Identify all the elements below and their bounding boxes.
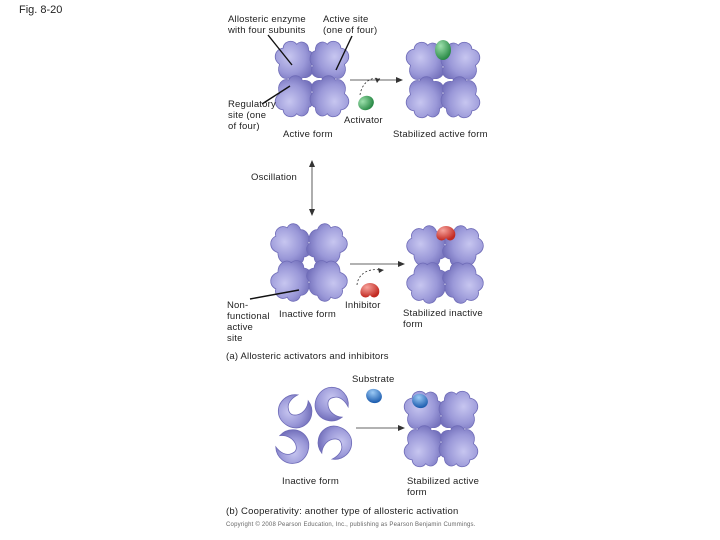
arrowhead-right-1 xyxy=(396,77,403,83)
oscillation-arrowhead-down xyxy=(309,209,315,216)
enzyme-stabilized-active-form-b xyxy=(398,384,484,474)
stabilized-active-form-b-label: Stabilized active form xyxy=(407,476,480,498)
inhibitor-arrowhead xyxy=(378,268,384,273)
enzyme-label: Allosteric enzyme with four subunits xyxy=(228,14,306,36)
leader-enzyme xyxy=(267,34,293,66)
activator-bound-shape xyxy=(435,40,451,60)
inhibitor-dashed-arrow xyxy=(356,269,381,286)
leader-regulatory-site xyxy=(261,85,291,105)
stabilized-inactive-form-label: Stabilized inactive form xyxy=(403,308,483,330)
active-form-label: Active form xyxy=(283,129,333,140)
active-site-label: Active site (one of four) xyxy=(323,14,378,36)
activator-arrowhead xyxy=(375,78,380,83)
figure-label: Fig. 8-20 xyxy=(19,4,63,16)
activator-free-shape xyxy=(358,95,374,111)
caption-panel-a: (a) Allosteric activators and inhibitors xyxy=(226,351,389,362)
stabilized-active-form-label: Stabilized active form xyxy=(393,129,488,140)
oscillation-arrowhead-up xyxy=(309,160,315,167)
arrowhead-right-2 xyxy=(398,261,405,267)
arrowhead-right-3 xyxy=(398,425,405,431)
enzyme-inactive-form-b xyxy=(271,381,358,469)
leader-nonfunctional xyxy=(249,289,300,300)
inactive-form-b-label: Inactive form xyxy=(282,476,339,487)
enzyme-inactive-form xyxy=(263,215,355,310)
substrate-label: Substrate xyxy=(352,374,395,385)
inactive-form-label: Inactive form xyxy=(279,309,336,320)
inhibitor-label: Inhibitor xyxy=(345,300,381,311)
nonfunctional-active-site-label: Non- functional active site xyxy=(227,300,270,344)
substrate-free-shape xyxy=(366,388,382,404)
inhibitor-free-shape xyxy=(360,283,380,298)
enzyme-active-form xyxy=(269,34,355,124)
inhibitor-bound-shape xyxy=(436,226,456,241)
leader-active-site xyxy=(335,35,353,71)
regulatory-site-label: Regulatory site (one of four) xyxy=(228,99,276,132)
caption-panel-b: (b) Cooperativity: another type of allos… xyxy=(226,506,459,517)
substrate-bound-shape xyxy=(412,393,428,409)
copyright-line: Copyright © 2008 Pearson Education, Inc.… xyxy=(226,522,476,528)
activator-label: Activator xyxy=(344,115,383,126)
oscillation-label: Oscillation xyxy=(251,172,298,183)
activator-dashed-arrow xyxy=(359,77,381,96)
